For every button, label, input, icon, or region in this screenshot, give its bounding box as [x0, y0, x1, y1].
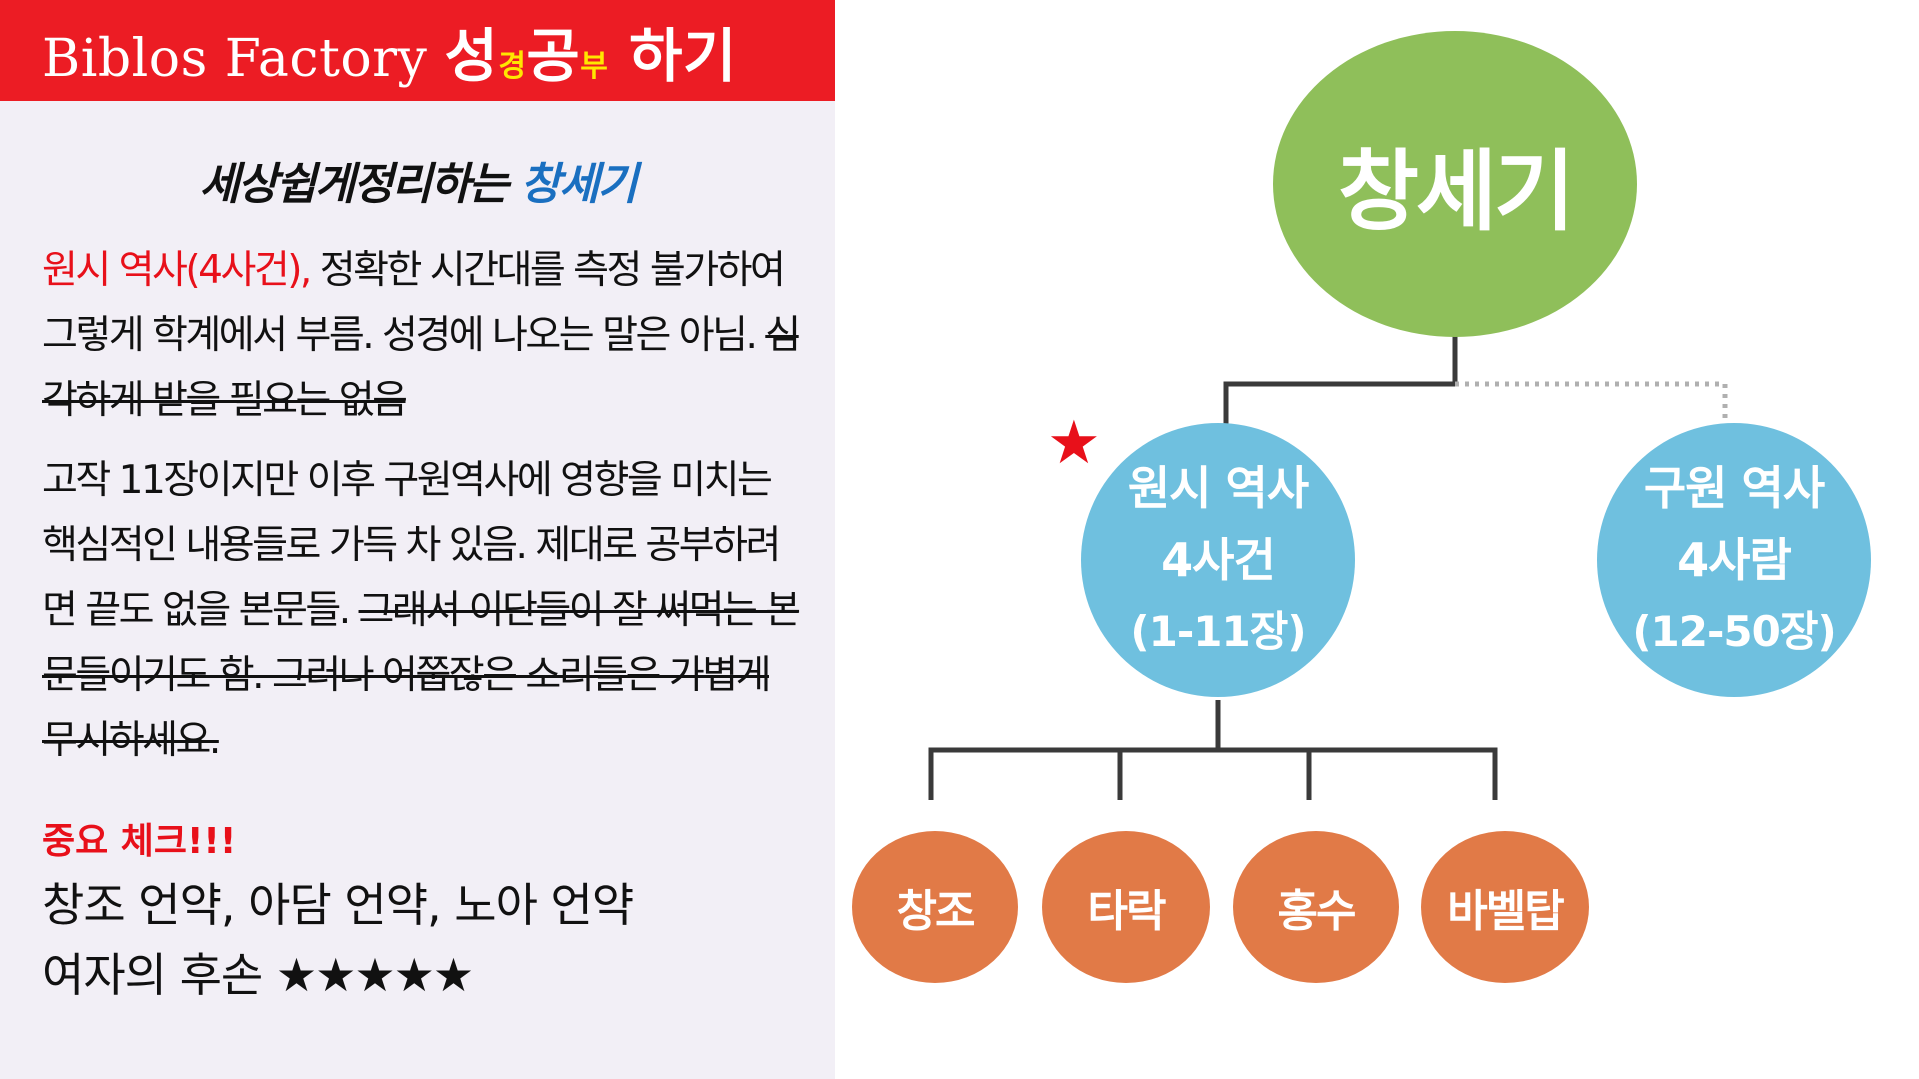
banner-bu: 부 [580, 48, 609, 84]
connector-root-salvation [1455, 381, 1728, 424]
primeval-title: 원시 역사 [1127, 461, 1309, 515]
event-creation-label: 창조 [896, 886, 976, 937]
left-panel [0, 0, 835, 1079]
covenant-list: 창조 언약, 아담 언약, 노아 언약 여자의 후손 ★★★★★ [42, 870, 634, 1010]
paragraph1-struck: 심각하게 받을 필요는 없음 [42, 313, 801, 423]
star-marker-icon: ★ [1047, 408, 1101, 478]
event-fall-label: 타락 [1087, 886, 1167, 937]
event-babel-label: 바벨탑 [1447, 886, 1564, 937]
banner-prefix: Biblos Factory [42, 28, 445, 89]
subtitle-main: 세상쉽게정리하는 [199, 159, 521, 210]
node-salvation-history: 구원 역사 4사람 (12-50장) [1597, 423, 1871, 697]
paragraph-importance: 고작 11장이지만 이후 구원역사에 영향을 미치는 핵심적인 내용들로 가득 … [42, 448, 802, 773]
salvation-sub: 4사람 [1677, 533, 1792, 587]
node-event-babel: 바벨탑 [1421, 831, 1589, 983]
node-event-creation: 창조 [852, 831, 1018, 983]
covenant-line-2: 여자의 후손 ★★★★★ [42, 940, 633, 1010]
connector-root-primeval [1223, 332, 1458, 424]
salvation-title: 구원 역사 [1643, 461, 1825, 515]
node-primeval-history: 원시 역사 4사건 (1-11장) [1081, 423, 1355, 697]
paragraph1-normal: 정확한 시간대를 측정 불가하여 그렇게 학계에서 부름. 성경에 나오는 말은… [42, 248, 786, 358]
paragraph2-normal: 고작 11장이지만 이후 구원역사에 영향을 미치는 핵심적인 내용들로 가득 … [42, 458, 781, 633]
paragraph2-struck: 그래서 이단들이 잘 써먹는 본문들이기도 함. 그러나 어쭙잖은 소리들은 가… [42, 588, 801, 763]
primeval-range: (1-11장) [1130, 607, 1306, 656]
banner-title: Biblos Factory 성경공부 하기 [42, 9, 737, 93]
subtitle-highlight: 창세기 [520, 159, 637, 210]
covenant-line-1: 창조 언약, 아담 언약, 노아 언약 [42, 878, 634, 932]
banner-gong: 공 [526, 21, 581, 90]
banner-seong: 성 [444, 21, 499, 90]
banner-suffix: 하기 [608, 21, 737, 90]
banner-gyeong: 경 [498, 48, 527, 84]
salvation-range: (12-50장) [1632, 607, 1836, 656]
node-genesis-label: 창세기 [1338, 139, 1575, 243]
paragraph1-red: 원시 역사(4사건), [42, 248, 312, 293]
important-check-label: 중요 체크!!! [42, 821, 237, 862]
node-genesis: 창세기 [1273, 31, 1637, 337]
seed-of-woman: 여자의 후손 [42, 948, 276, 1002]
rating-stars: ★★★★★ [275, 948, 474, 1002]
event-flood-label: 홍수 [1277, 886, 1357, 937]
connector-events-bar [928, 747, 1498, 800]
title-banner: Biblos Factory 성경공부 하기 [0, 0, 835, 101]
primeval-sub: 4사건 [1161, 533, 1276, 587]
node-event-fall: 타락 [1042, 831, 1210, 983]
subtitle: 세상쉽게정리하는 창세기 [0, 148, 835, 212]
node-event-flood: 홍수 [1233, 831, 1399, 983]
paragraph-primeval-history: 원시 역사(4사건), 정확한 시간대를 측정 불가하여 그렇게 학계에서 부름… [42, 238, 802, 433]
